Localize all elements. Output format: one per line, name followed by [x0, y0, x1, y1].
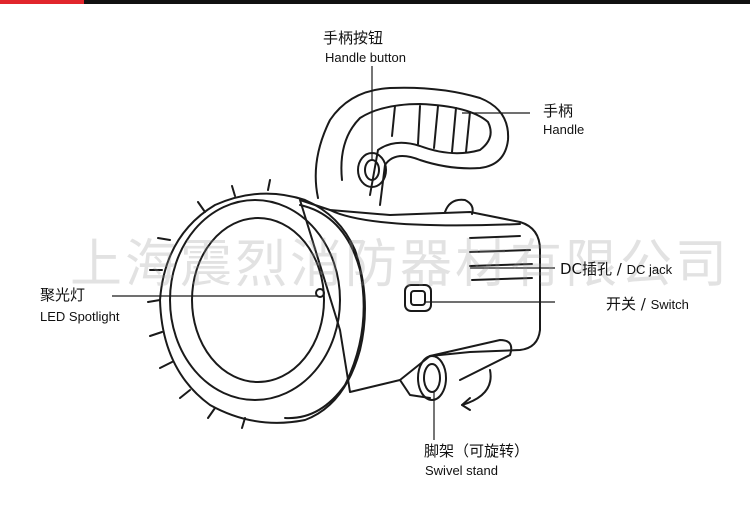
- stand-label-zh: 脚架（可旋转）: [424, 442, 530, 460]
- lens-ring-front: [284, 204, 365, 420]
- top-bar-accent: [0, 0, 84, 4]
- top-bar: [0, 0, 750, 4]
- body-outline: [299, 199, 541, 393]
- stand-arm: [429, 339, 513, 381]
- switch-label-zh: 开关: [606, 295, 637, 313]
- handle-button-label-en: Handle button: [325, 50, 406, 65]
- top-loop: [444, 198, 474, 215]
- handle-label-en: Handle: [543, 122, 585, 137]
- led-lens-inner: [191, 217, 325, 383]
- spotlight-label-en: LED Spotlight: [40, 309, 120, 324]
- dc-jack-label-en: DC jack: [626, 262, 673, 277]
- stand-base: [399, 379, 431, 399]
- handle-button-label-zh: 手柄按钮: [323, 29, 384, 47]
- switch-sep: /: [636, 295, 651, 313]
- handle-label-zh: 手柄: [543, 102, 574, 120]
- switch-button: [404, 284, 432, 312]
- stand-knob: [417, 355, 447, 401]
- stand-label-en: Swivel stand: [425, 463, 498, 478]
- rotation-arrow: [461, 369, 492, 406]
- handle-grip-ribs: [391, 105, 471, 153]
- switch-label: 开关 / Switch: [606, 297, 689, 312]
- switch-label-en: Switch: [650, 297, 689, 312]
- handle-inner: [340, 103, 492, 196]
- led-lens: [169, 199, 341, 401]
- lens-ring-teeth: [147, 179, 271, 429]
- body-top-edge: [329, 209, 521, 227]
- body-ribs: [469, 235, 533, 281]
- dc-jack-label: DC插孔 / DC jack: [560, 262, 672, 277]
- spotlight-label-zh: 聚光灯: [40, 286, 86, 304]
- dc-jack-label-zh: DC插孔: [560, 260, 613, 278]
- dc-jack-sep: /: [612, 260, 627, 278]
- handle-outline: [314, 86, 510, 206]
